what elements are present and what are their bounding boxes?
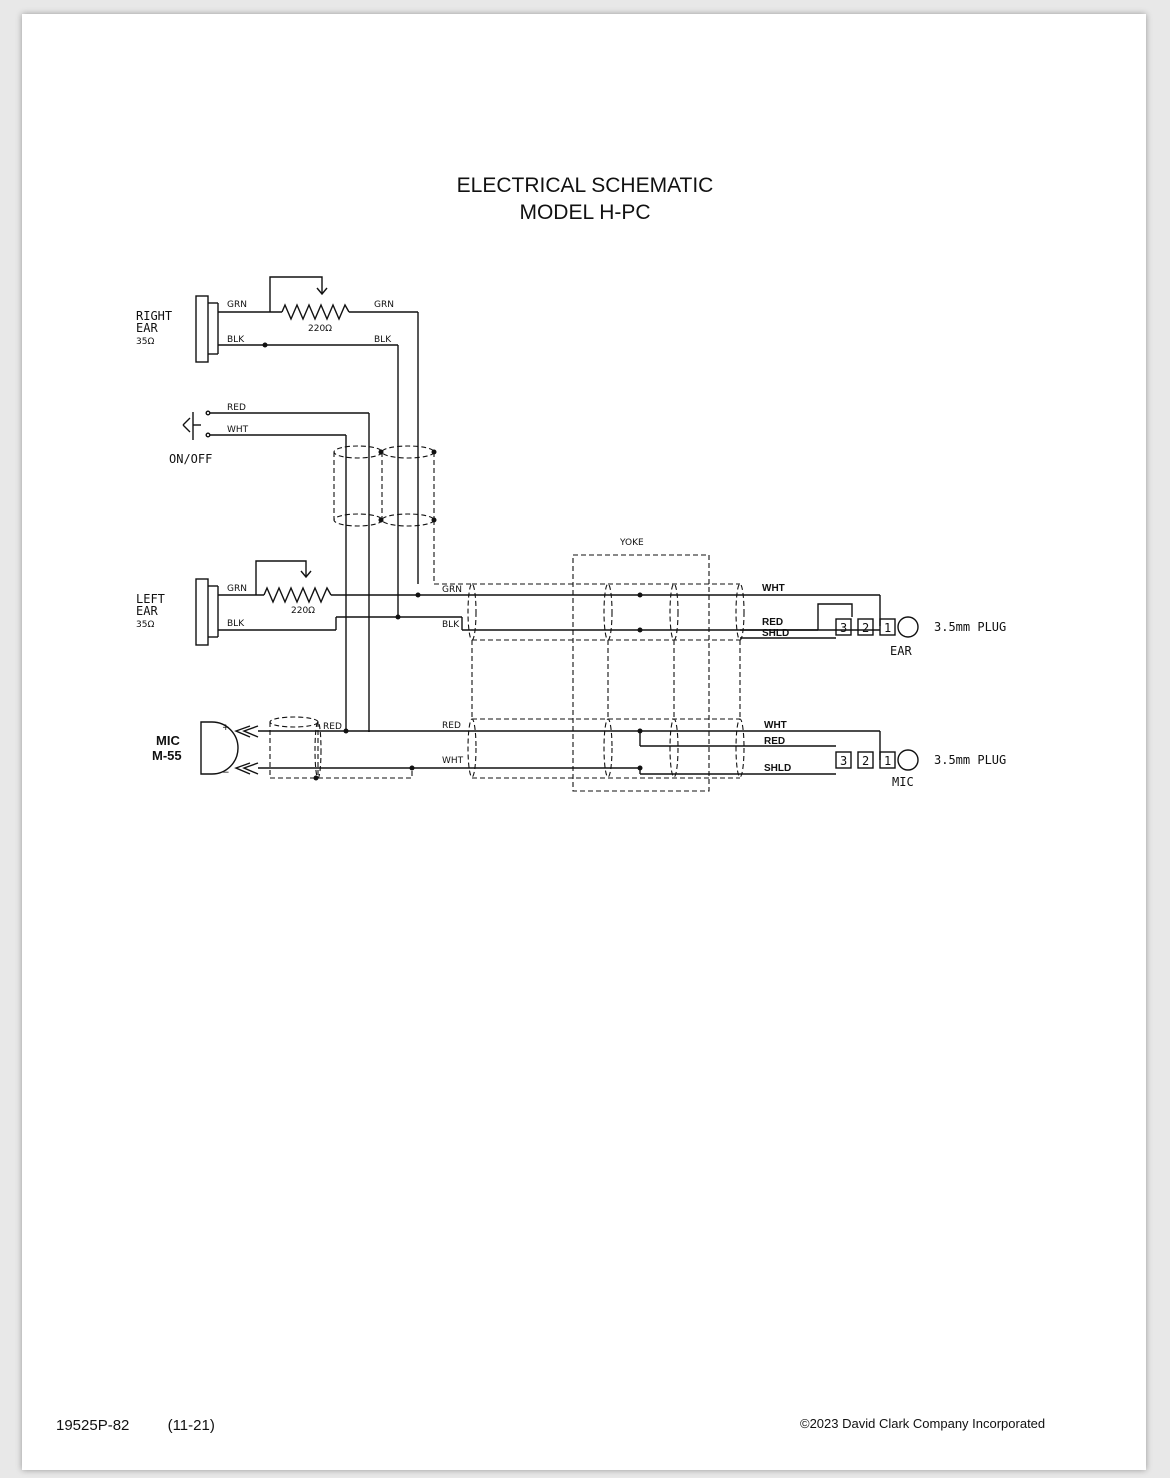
ear-plug-label: 3.5mm PLUG (934, 620, 1006, 634)
schematic-title: ELECTRICAL SCHEMATIC MODEL H-PC (0, 172, 1170, 226)
footer-copyright: ©2023 David Clark Company Incorporated (800, 1416, 1046, 1431)
mic-red-label-2: RED (764, 736, 785, 747)
right-ear-grn-label: GRN (227, 300, 247, 310)
ear-pin-3-label: 3 (840, 621, 847, 635)
title-line-2: MODEL H-PC (519, 201, 651, 224)
right-ear-speaker (195, 295, 209, 363)
mic-plug-pin-1 (879, 751, 896, 769)
ear-plug-pin-3 (835, 618, 852, 636)
mic-plug-icon (897, 749, 919, 771)
switch-label: ON/OFF (169, 452, 212, 466)
right-resistor-value: 220Ω (308, 324, 332, 334)
ear-plug-pin-2 (857, 618, 874, 636)
mic-red-label: RED (323, 722, 342, 732)
right-resistor (281, 303, 350, 321)
yoke-label: YOKE (619, 538, 644, 548)
ear-pin-2-label: 2 (862, 621, 869, 635)
ear-plug-pin-1 (879, 618, 896, 636)
yoke-red-label: RED (442, 721, 461, 731)
left-ear-speaker (195, 578, 209, 646)
right-ear-blk-label: BLK (227, 335, 245, 345)
mic-label-2: M-55 (152, 748, 182, 763)
left-resistor (263, 586, 332, 604)
ear-shld-label: SHLD (762, 628, 789, 639)
title-line-1: ELECTRICAL SCHEMATIC (456, 174, 714, 197)
mic-pin-2-label: 2 (862, 754, 869, 768)
mic-plug-pin-2 (857, 751, 874, 769)
mic-shld-label: SHLD (764, 763, 791, 774)
right-grn-label-2: GRN (374, 300, 394, 310)
mic-plug-label: 3.5mm PLUG (934, 753, 1006, 767)
mic-plug-name: MIC (892, 775, 914, 789)
ear-pin-1-label: 1 (884, 621, 891, 635)
mic-minus: − (222, 768, 230, 778)
right-ear-label-1: RIGHT (136, 309, 172, 323)
right-blk-label-2: BLK (374, 335, 392, 345)
ear-plug-icon (897, 616, 919, 638)
mic-pin-3-label: 3 (840, 754, 847, 768)
right-ear-label-2: EAR (136, 321, 158, 335)
left-ear-ohms: 35Ω (136, 620, 154, 630)
footer-part-info: 19525P-82 (11-21) (56, 1417, 249, 1434)
ear-red-label: RED (762, 617, 783, 628)
left-resistor-value: 220Ω (291, 606, 315, 616)
revision-date: (11-21) (167, 1417, 215, 1434)
left-ear-grn-label: GRN (227, 584, 247, 594)
mic-plus: + (222, 723, 230, 733)
left-ear-blk-label: BLK (227, 619, 245, 629)
mic-label-1: MIC (156, 733, 180, 748)
mic-pin-1-label: 1 (884, 754, 891, 768)
part-number: 19525P-82 (56, 1417, 130, 1434)
left-ear-label-1: LEFT (136, 592, 165, 606)
ear-plug-name: EAR (890, 644, 912, 658)
yoke-boundary (572, 554, 710, 792)
mic-wht-label: WHT (764, 720, 787, 731)
yoke-wht-label: WHT (442, 756, 464, 766)
switch-red-label: RED (227, 403, 246, 413)
right-ear-ohms: 35Ω (136, 337, 154, 347)
mic-plug-pin-3 (835, 751, 852, 769)
mic-element (200, 721, 239, 775)
yoke-blk-label: BLK (442, 620, 460, 630)
left-ear-label-2: EAR (136, 604, 158, 618)
yoke-grn-label: GRN (442, 585, 462, 595)
document-sheet (22, 14, 1146, 1470)
ear-wht-label: WHT (762, 583, 785, 594)
switch-wht-label: WHT (227, 425, 249, 435)
